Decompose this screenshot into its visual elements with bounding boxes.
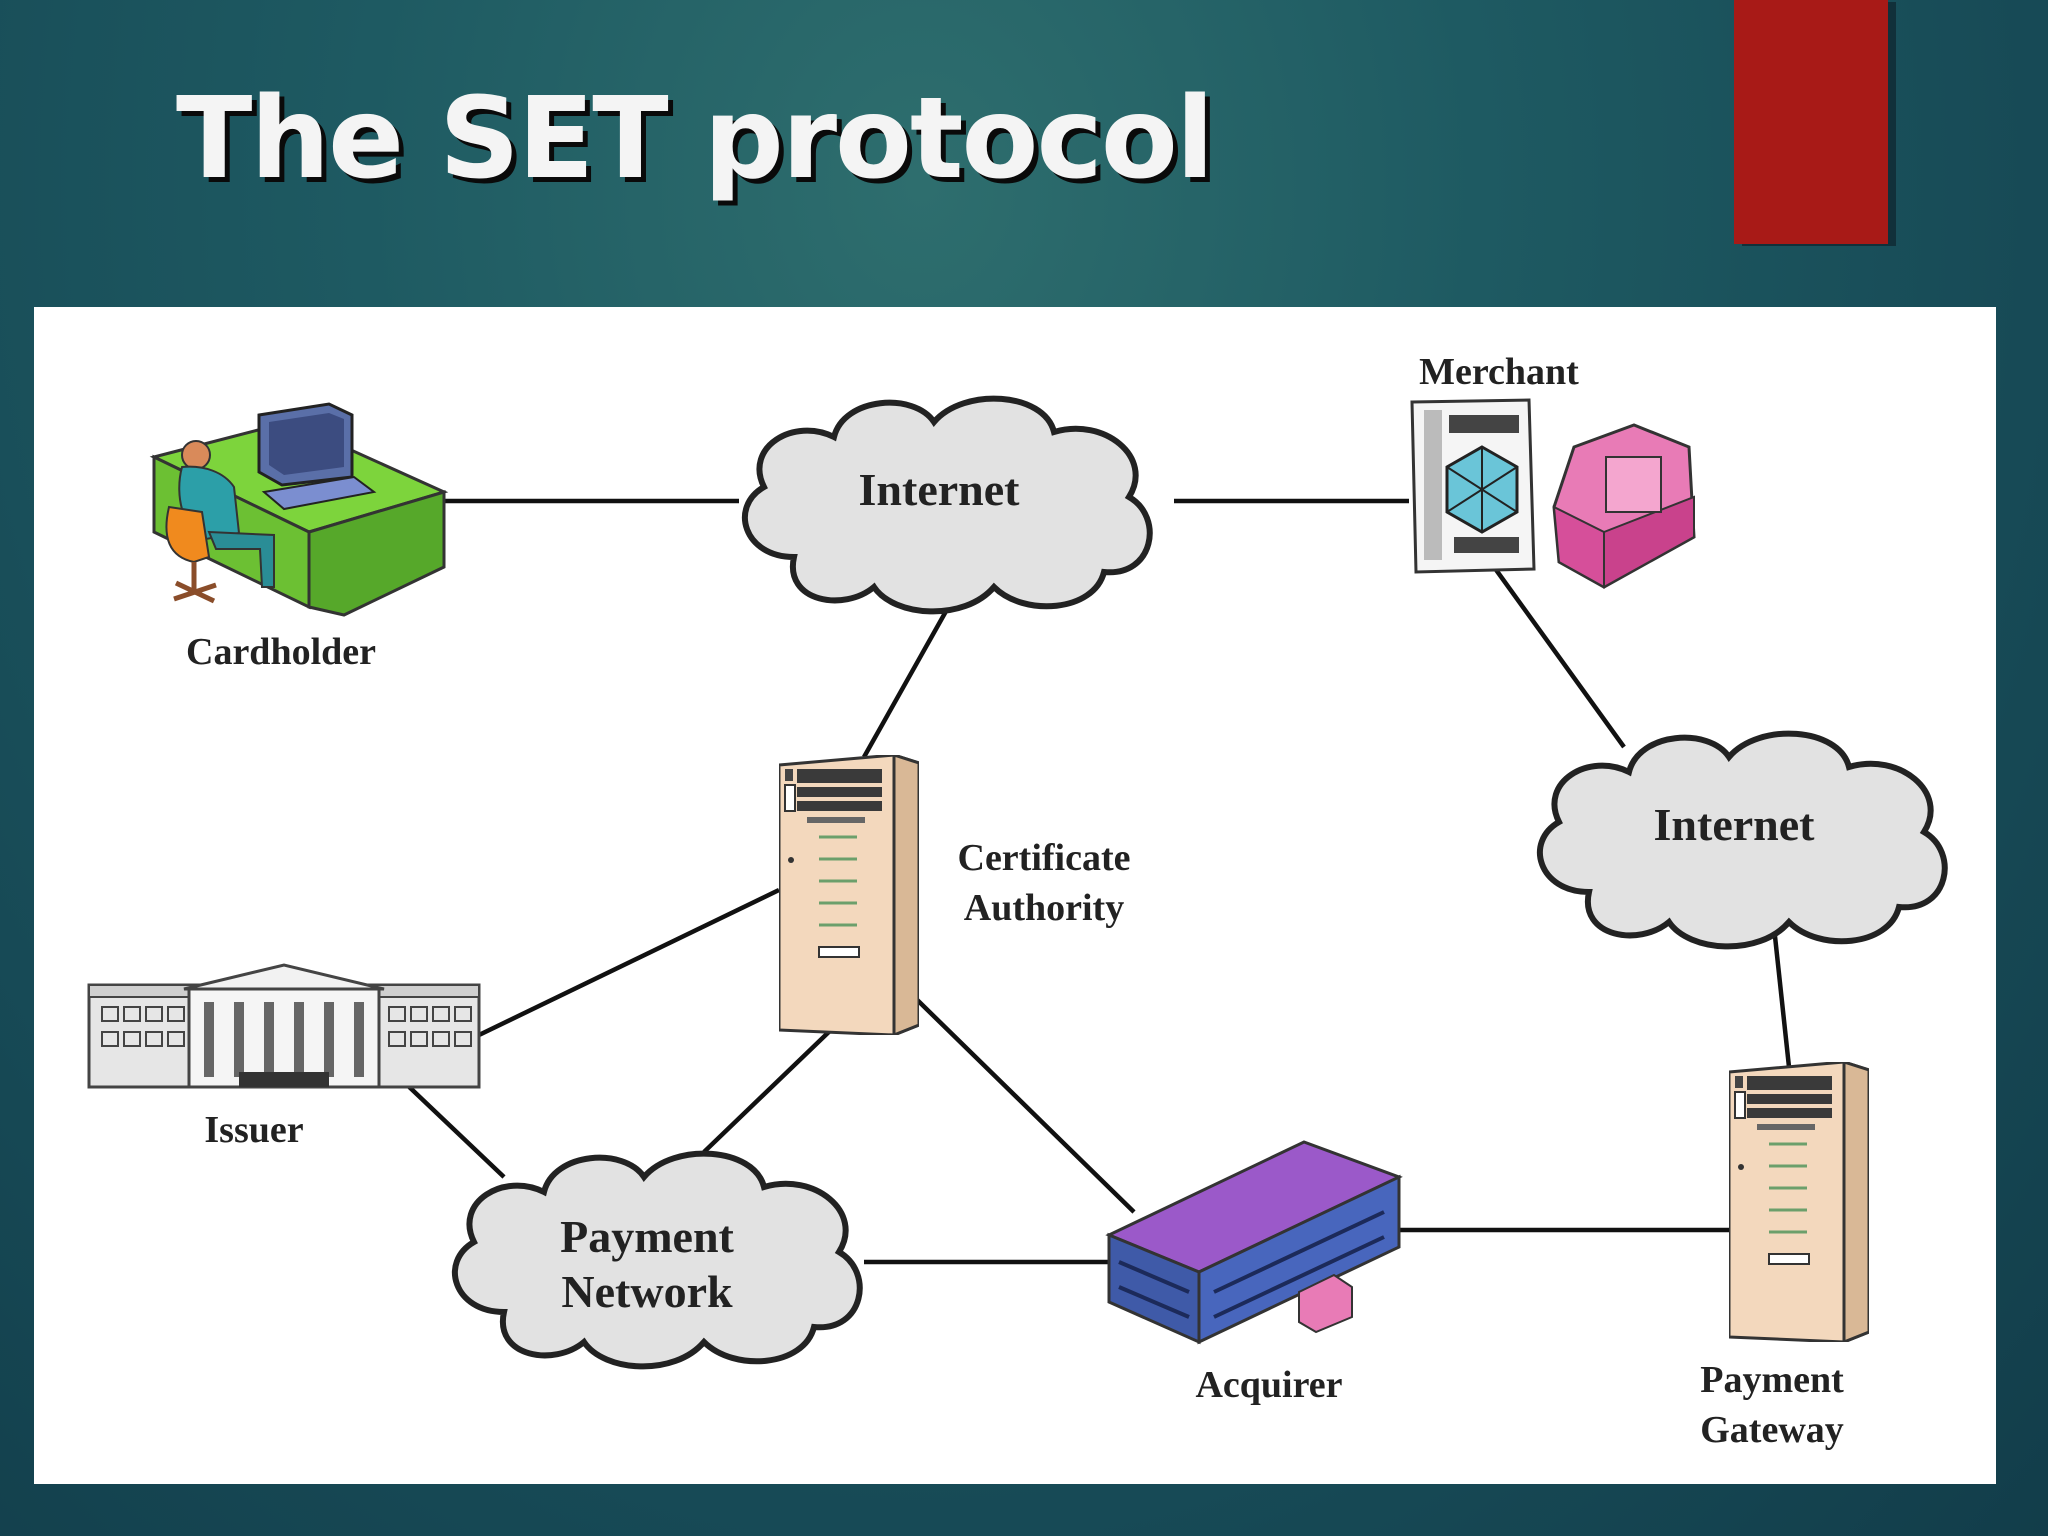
merchant-node: Merchant xyxy=(1410,351,1696,589)
acquirer-node: Acquirer xyxy=(1105,1140,1403,1406)
web-page-and-cash-register-icon xyxy=(1410,398,1696,589)
set-protocol-diagram: Internet Internet Payment Network Cardho… xyxy=(87,351,1996,1451)
payment-gateway-node: Payment Gateway xyxy=(1700,1062,1869,1451)
edge-ca-payment-network xyxy=(702,1025,836,1154)
person-at-desk-icon xyxy=(149,402,449,617)
server-tower-icon xyxy=(779,755,919,1035)
svg-text:Merchant: Merchant xyxy=(1419,351,1579,393)
svg-text:Certificate: Certificate xyxy=(958,837,1131,879)
svg-text:Internet: Internet xyxy=(859,464,1021,515)
edge-merchant-internet-right xyxy=(1492,565,1626,749)
svg-text:Payment: Payment xyxy=(560,1211,734,1262)
office-building-icon xyxy=(1105,1140,1403,1345)
internet-cloud-right: Internet xyxy=(1540,734,1945,947)
connection-lines xyxy=(402,498,1792,1265)
slide-title: The SET protocol xyxy=(176,74,1214,204)
svg-text:Issuer: Issuer xyxy=(204,1109,303,1151)
certificate-authority-node: Certificate Authority xyxy=(779,755,1131,1035)
server-tower-icon xyxy=(1729,1062,1869,1342)
svg-text:Acquirer: Acquirer xyxy=(1195,1364,1342,1406)
issuer-node: Issuer xyxy=(87,963,481,1151)
svg-text:Network: Network xyxy=(561,1266,733,1317)
payment-network-cloud: Payment Network xyxy=(455,1154,860,1367)
cardholder-node: Cardholder xyxy=(149,402,449,673)
svg-text:Authority: Authority xyxy=(964,887,1124,929)
edge-ca-issuer xyxy=(478,887,780,1038)
edge-internet-ca xyxy=(862,595,956,759)
svg-text:Payment: Payment xyxy=(1700,1359,1844,1401)
svg-text:Cardholder: Cardholder xyxy=(186,631,376,673)
svg-text:Gateway: Gateway xyxy=(1700,1409,1844,1451)
edge-internet-right-gateway xyxy=(1771,926,1792,1068)
diagram-panel: Internet Internet Payment Network Cardho… xyxy=(34,307,1996,1484)
edge-issuer-payment-network xyxy=(402,1080,506,1179)
accent-bar xyxy=(1734,0,1888,244)
bank-building-icon xyxy=(87,963,481,1089)
svg-text:Internet: Internet xyxy=(1654,799,1816,850)
edge-ca-acquirer xyxy=(902,985,1136,1214)
internet-cloud-top: Internet xyxy=(745,399,1150,612)
